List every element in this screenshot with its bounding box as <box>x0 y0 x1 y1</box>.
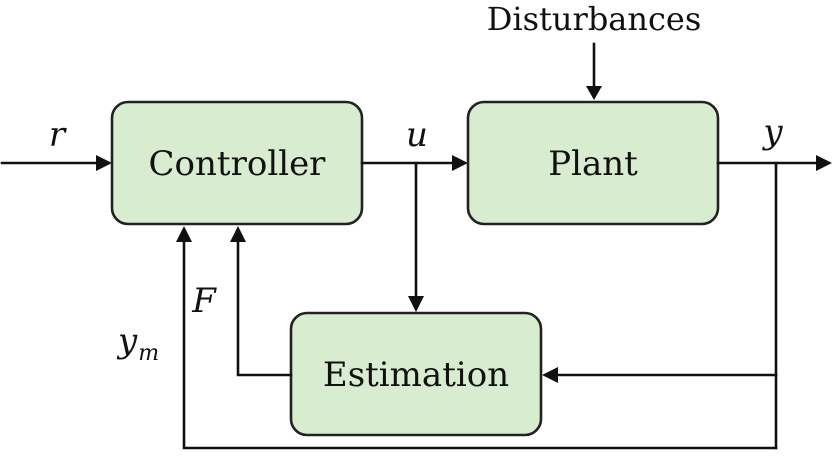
control-to-estimation-arrowhead <box>408 296 424 312</box>
measured-feedback-wire <box>182 240 778 450</box>
measured-signal-subscript: m <box>138 341 159 366</box>
output-signal-arrowhead <box>816 155 832 171</box>
controller-block: Controller <box>110 100 364 226</box>
estimation-label: Estimation <box>323 355 509 395</box>
disturbances-label: Disturbances <box>487 0 702 38</box>
plant-block: Plant <box>466 100 720 226</box>
controller-label: Controller <box>149 144 327 184</box>
measured-signal-base: y <box>116 321 138 361</box>
plant-label: Plant <box>548 144 638 184</box>
measured-feedback-arrowhead <box>176 226 192 242</box>
output-signal-label: y <box>761 112 783 152</box>
measured-signal-label: ym <box>116 321 159 366</box>
control-signal-label: u <box>406 115 428 155</box>
disturbances-arrowhead <box>586 86 602 100</box>
reference-input-arrowhead <box>96 155 112 171</box>
estimate-feedback-wire <box>236 240 293 377</box>
estimation-block: Estimation <box>289 311 543 437</box>
reference-signal-label: r <box>49 115 67 155</box>
output-to-estimation-arrowhead <box>542 367 558 383</box>
estimate-signal-label: F <box>191 281 217 321</box>
estimate-feedback-arrowhead <box>230 226 246 242</box>
control-signal-arrowhead <box>452 155 468 171</box>
